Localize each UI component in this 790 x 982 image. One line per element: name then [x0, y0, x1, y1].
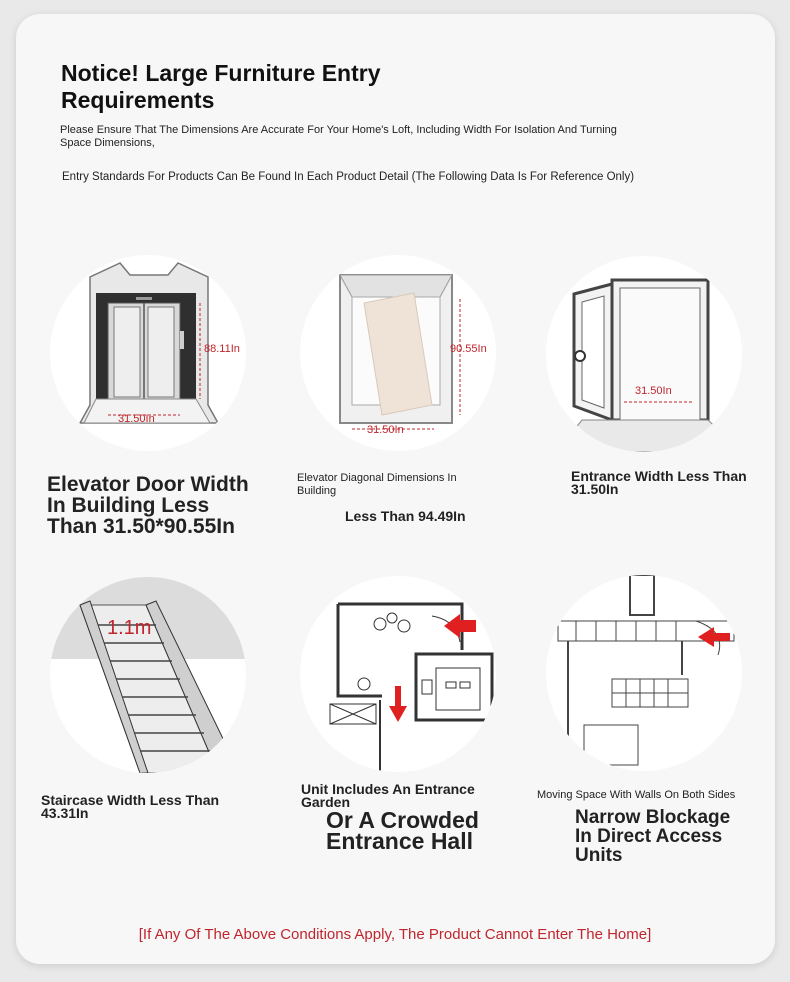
staircase-icon: 1.1m — [50, 577, 246, 773]
elevator-diagonal-icon: 31.50In 90.55In — [300, 255, 496, 451]
dim-width-label: 31.50In — [367, 424, 404, 436]
dim-width-label: 31.50In — [635, 385, 672, 397]
reference-note: Entry Standards For Products Can Be Foun… — [62, 171, 635, 183]
subtitle-text: Please Ensure That The Dimensions Are Ac… — [60, 124, 617, 149]
notice-card — [16, 14, 775, 964]
entrance-width-label: Entrance Width Less Than 31.50In — [571, 468, 747, 497]
dim-height-label: 88.11In — [204, 343, 240, 355]
elevator-door-icon: 31.50In 88.11In — [50, 255, 246, 451]
crowded-hall-label: Or A Crowded Entrance Hall — [326, 807, 479, 854]
narrow-corridor-icon — [546, 575, 742, 771]
elevator-diagonal-label: Elevator Diagonal Dimensions In Building — [297, 472, 457, 497]
dim-width-label: 31.50In — [118, 413, 155, 425]
dim-height-label: 90.55In — [450, 343, 487, 355]
dim-width-label: 1.1m — [107, 617, 152, 639]
entrance-door-icon: 31.50In — [546, 256, 742, 452]
staircase-label: Staircase Width Less Than 43.31In — [41, 792, 220, 821]
narrow-blockage-label: Narrow Blockage In Direct Access Units — [575, 807, 731, 866]
warning-text: [If Any Of The Above Conditions Apply, T… — [138, 926, 652, 943]
entrance-garden-floorplan-icon — [300, 576, 496, 772]
elevator-diagonal-limit: Less Than 94.49In — [345, 508, 466, 524]
entrance-garden-label: Unit Includes An Entrance Garden — [301, 781, 475, 810]
moving-space-label: Moving Space With Walls On Both Sides — [537, 789, 736, 801]
elevator-door-label: Elevator Door Width In Building Less Tha… — [47, 473, 249, 538]
page-title: Notice! Large Furniture Entry Requiremen… — [61, 60, 381, 113]
